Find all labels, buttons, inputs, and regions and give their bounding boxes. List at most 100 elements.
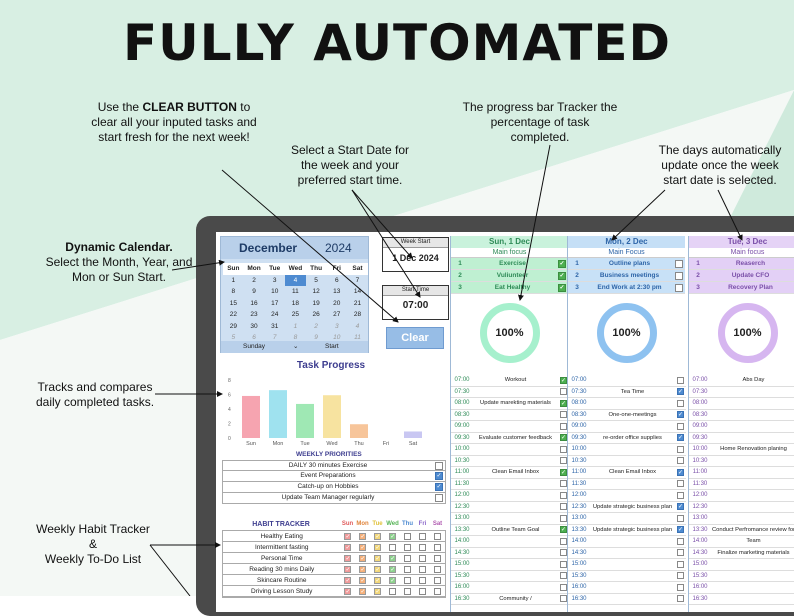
habit-checkbox[interactable]: ✓ — [344, 587, 352, 595]
week-start-input[interactable]: 1 Dec 2024 — [392, 253, 439, 263]
calendar-day[interactable]: 8 — [231, 288, 236, 295]
schedule-checkbox[interactable] — [677, 491, 684, 499]
schedule-entry[interactable]: Clean Email Inbox — [491, 469, 540, 475]
task-checkbox[interactable]: ✓ — [558, 259, 566, 268]
schedule-checkbox[interactable]: ✓ — [677, 526, 684, 534]
calendar-day[interactable]: 9 — [314, 334, 318, 341]
priority-text[interactable]: Update Team Manager regularly — [281, 494, 375, 501]
task-text[interactable]: Business meetings — [599, 272, 660, 279]
task-text[interactable]: Vuliunteer — [496, 272, 529, 279]
schedule-checkbox[interactable] — [560, 560, 567, 568]
schedule-checkbox[interactable]: ✓ — [677, 468, 684, 476]
calendar-day[interactable]: 29 — [229, 322, 237, 330]
habit-checkbox[interactable]: ✓ — [374, 565, 382, 573]
habit-checkbox[interactable]: ✓ — [359, 554, 367, 562]
schedule-checkbox[interactable] — [560, 583, 567, 591]
schedule-checkbox[interactable] — [560, 595, 567, 603]
schedule-checkbox[interactable]: ✓ — [560, 434, 567, 442]
schedule-checkbox[interactable]: ✓ — [560, 399, 567, 407]
calendar-day[interactable]: 17 — [271, 299, 279, 307]
schedule-entry[interactable]: Abs Day — [742, 377, 765, 383]
calendar-year[interactable]: 2024 — [325, 241, 352, 255]
schedule-entry[interactable]: One-one-meetings — [608, 411, 657, 418]
schedule-checkbox[interactable]: ✓ — [677, 411, 684, 419]
schedule-entry[interactable]: Update strategic business plan — [592, 526, 673, 533]
habit-checkbox[interactable]: ✓ — [374, 532, 382, 540]
priority-text[interactable]: DAILY 30 minutes Exercise — [288, 462, 368, 469]
calendar-day[interactable]: 6 — [334, 276, 339, 284]
schedule-checkbox[interactable] — [677, 583, 684, 591]
clear-button[interactable]: Clear — [386, 327, 444, 349]
calendar-day[interactable]: 5 — [231, 334, 236, 341]
habit-name[interactable]: Intermittent fasting — [254, 544, 309, 551]
schedule-checkbox[interactable] — [560, 445, 567, 453]
schedule-checkbox[interactable] — [560, 549, 567, 557]
task-checkbox[interactable]: ✓ — [558, 283, 566, 292]
habit-name[interactable]: Personal Time — [260, 555, 303, 562]
habit-checkbox[interactable] — [404, 565, 412, 573]
calendar-day[interactable]: 2 — [314, 322, 318, 330]
calendar-day[interactable]: 20 — [333, 299, 341, 307]
calendar-day[interactable]: 8 — [293, 334, 298, 341]
calendar-day[interactable]: 1 — [293, 322, 298, 330]
schedule-checkbox[interactable] — [560, 514, 567, 522]
schedule-entry[interactable]: Update marekting materials — [480, 400, 551, 406]
habit-checkbox[interactable] — [389, 543, 397, 551]
calendar-day[interactable]: 15 — [229, 299, 237, 307]
schedule-entry[interactable]: Update strategic business plan — [592, 503, 673, 510]
task-text[interactable]: Update CFO — [731, 272, 770, 279]
schedule-checkbox[interactable]: ✓ — [677, 503, 684, 511]
calendar-day[interactable]: 21 — [353, 299, 362, 307]
habit-name[interactable]: Healthy Eating — [260, 533, 303, 540]
calendar-day[interactable]: 7 — [355, 276, 360, 284]
start-day-select[interactable]: Sunday — [243, 343, 266, 350]
habit-checkbox[interactable]: ✓ — [359, 587, 367, 595]
priority-text[interactable]: Event Preparations — [300, 472, 356, 479]
priority-text[interactable]: Catch-up on Hobbies — [297, 483, 359, 490]
calendar-day[interactable]: 4 — [285, 274, 306, 286]
task-text[interactable]: Eat Healthy — [494, 284, 531, 291]
calendar-day[interactable]: 19 — [312, 299, 320, 307]
schedule-entry[interactable]: Tea Time — [620, 388, 645, 395]
schedule-entry[interactable]: Conduct Perfromance review for Team — [711, 526, 794, 544]
habit-checkbox[interactable] — [419, 576, 427, 584]
chevron-down-icon[interactable]: ⌄ — [293, 343, 299, 350]
priority-checkbox[interactable]: ✓ — [435, 472, 443, 480]
calendar-day[interactable]: 22 — [229, 311, 237, 318]
schedule-checkbox[interactable] — [560, 572, 567, 580]
calendar-day[interactable]: 27 — [333, 311, 341, 318]
schedule-checkbox[interactable] — [560, 457, 567, 465]
habit-checkbox[interactable]: ✓ — [344, 565, 352, 573]
schedule-checkbox[interactable] — [677, 549, 684, 557]
task-checkbox[interactable] — [675, 259, 683, 268]
calendar-day[interactable]: 31 — [271, 322, 279, 330]
schedule-checkbox[interactable] — [560, 422, 567, 430]
schedule-entry[interactable]: Workout — [504, 377, 527, 383]
calendar-day[interactable]: 4 — [355, 322, 360, 330]
calendar-day[interactable]: 9 — [252, 288, 256, 295]
habit-checkbox[interactable] — [404, 576, 412, 584]
calendar-day[interactable]: 11 — [354, 334, 361, 341]
habit-checkbox[interactable]: ✓ — [389, 554, 397, 562]
calendar-month[interactable]: December — [239, 241, 298, 255]
schedule-entry[interactable]: Outline Team Goal — [491, 526, 540, 533]
task-text[interactable]: Exercise — [499, 260, 526, 267]
calendar-header[interactable]: December 2024 — [221, 237, 368, 259]
habit-checkbox[interactable]: ✓ — [344, 554, 352, 562]
schedule-checkbox[interactable] — [560, 537, 567, 545]
habit-name[interactable]: Skincare Routine — [256, 577, 307, 584]
habit-checkbox[interactable]: ✓ — [374, 543, 382, 551]
schedule-checkbox[interactable] — [560, 491, 567, 499]
calendar-day[interactable]: 10 — [333, 334, 341, 341]
schedule-checkbox[interactable]: ✓ — [560, 526, 567, 534]
habit-checkbox[interactable]: ✓ — [389, 565, 397, 573]
calendar-day[interactable]: 12 — [312, 288, 320, 295]
calendar-day[interactable]: 10 — [271, 288, 279, 295]
calendar-day[interactable]: 16 — [250, 299, 258, 307]
task-text[interactable]: End Work at 2:30 pm — [597, 284, 662, 291]
task-checkbox[interactable] — [675, 283, 683, 292]
task-text[interactable]: Recovery Plan — [728, 284, 773, 291]
habit-checkbox[interactable] — [434, 576, 442, 584]
schedule-checkbox[interactable] — [677, 445, 684, 453]
start-time-input[interactable]: 07:00 — [402, 300, 429, 311]
